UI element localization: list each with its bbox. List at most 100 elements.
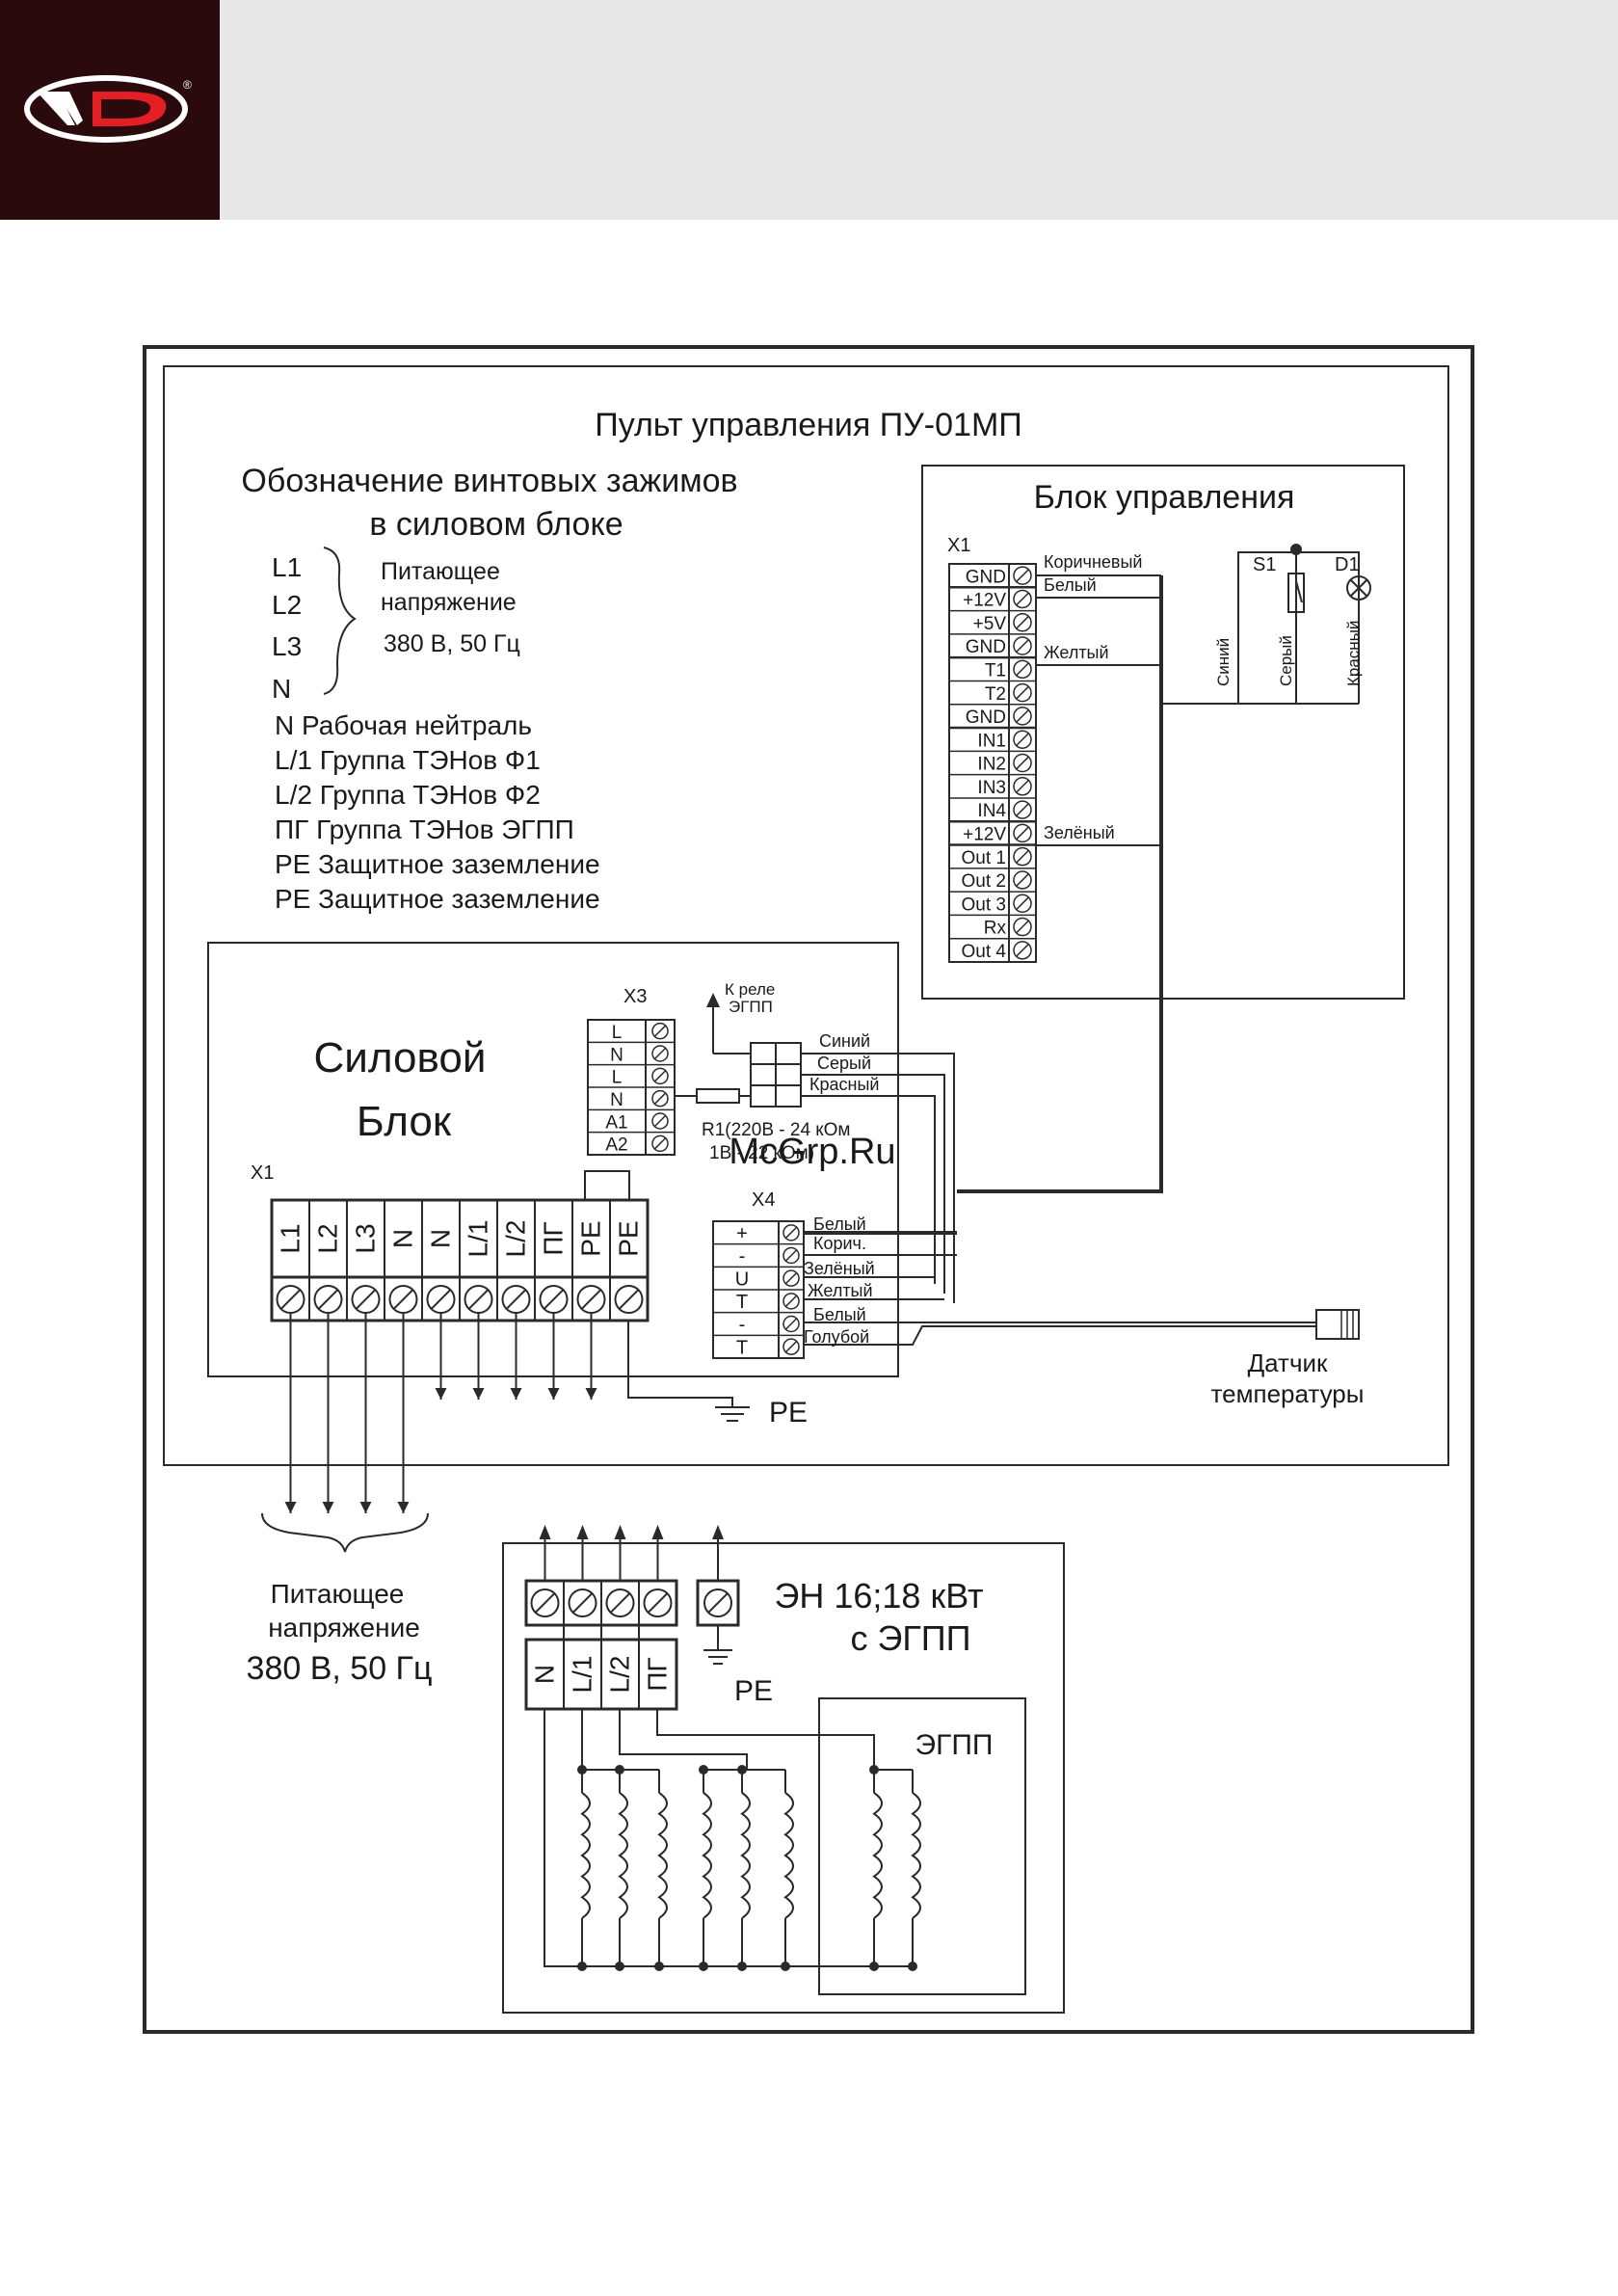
heater-terminal-label: L/1 (568, 1656, 597, 1694)
heater-terminal-label: L/2 (605, 1656, 635, 1694)
x3-pin-label: A2 (605, 1135, 627, 1156)
panel-frame (163, 365, 1449, 1466)
relay-wire-label: Красный (809, 1075, 879, 1094)
sensor-label: температуры (1211, 1379, 1365, 1408)
x1-terminal-label: L/2 (501, 1220, 531, 1258)
x1-pin-label: GND (966, 637, 1006, 657)
power-block-title: Силовой (314, 1034, 487, 1081)
x1-strip-label: X1 (251, 1162, 274, 1184)
x4-wire-label: Зелёный (804, 1259, 875, 1278)
heater-pe-label: PE (734, 1675, 773, 1707)
control-wire-label: Зелёный (1044, 823, 1115, 842)
lamp-label: D1 (1335, 554, 1360, 575)
x4-label: X4 (752, 1189, 775, 1211)
x1-terminal-label: L3 (351, 1223, 381, 1253)
power-block-title: Блок (357, 1098, 452, 1145)
legend-supply: 380 В, 50 Гц (384, 630, 520, 657)
x3-pin-label: N (610, 1090, 623, 1110)
x3-pin-label: N (610, 1045, 623, 1065)
x1-pin-label: T1 (985, 660, 1006, 681)
brand-logo-box: ® (0, 0, 220, 220)
x1-pin-label: +5V (973, 614, 1007, 634)
x1-pin-label: +12V (963, 591, 1006, 611)
x4-wire-label: Корич. (813, 1234, 866, 1253)
legend-phase-2: L3 (272, 631, 302, 661)
x4-pin-label: U (735, 1268, 749, 1290)
relay-wire-label: Синий (819, 1031, 870, 1051)
control-wire-label: Коричневый (1044, 552, 1142, 572)
panel-title: Пульт управления ПУ-01МП (595, 407, 1021, 443)
x1-pin-label: IN3 (977, 778, 1006, 798)
page-header (0, 0, 1618, 220)
x4-wire-label: Белый (813, 1305, 866, 1324)
x1-pin-label: GND (966, 707, 1006, 728)
resistor-label: R1(220В - 24 кОм (702, 1120, 850, 1140)
x4-pin-label: T (736, 1292, 748, 1313)
relay-label: К реле (725, 980, 775, 999)
x1-terminal-label: ПГ (539, 1221, 569, 1255)
vertical-wire-label: Красный (1344, 621, 1363, 686)
x3-label: X3 (623, 986, 647, 1007)
x1-terminal-label: L2 (313, 1223, 343, 1253)
egpp-frame (818, 1697, 1026, 1995)
heater-terminal-label: ПГ (643, 1657, 673, 1691)
x4-pin-label: - (739, 1315, 746, 1336)
relay-label: ЭГПП (729, 998, 773, 1016)
supply-label: напряжение (268, 1613, 420, 1642)
control-wire-label: Белый (1044, 575, 1097, 595)
sensor-label: Датчик (1248, 1348, 1328, 1377)
egpp-label: ЭГПП (915, 1729, 994, 1761)
legend-phase-3: N (272, 674, 291, 704)
legend-title: Обозначение винтовых зажимов (241, 463, 737, 499)
x1-pin-label: Out 2 (962, 871, 1006, 892)
legend-line-0: N Рабочая нейтраль (275, 710, 532, 740)
x3-pin-label: L (612, 1068, 623, 1088)
control-block-title: Блок управления (1034, 479, 1295, 516)
x1-pin-label: T2 (985, 684, 1006, 705)
x1-terminal-label: L/1 (464, 1220, 493, 1258)
legend-line-2: L/2 Группа ТЭНов Ф2 (275, 780, 541, 810)
heater-block-frame (502, 1542, 1065, 2014)
x1-pin-label: +12V (963, 825, 1006, 845)
vertical-wire-label: Серый (1277, 635, 1295, 686)
x4-wire-label: Белый (813, 1215, 866, 1234)
legend-supply: напряжение (381, 589, 517, 616)
heater-title: ЭН 16;18 кВт (774, 1576, 983, 1615)
x3-pin-label: L (612, 1023, 623, 1043)
control-wire-label: Желтый (1044, 643, 1109, 662)
x1-pin-label: GND (966, 567, 1006, 587)
supply-label: Питающее (271, 1579, 405, 1609)
x3-pin-label: A1 (605, 1112, 627, 1133)
supply-voltage-label: 380 В, 50 Гц (247, 1650, 433, 1687)
x1-terminal-label: L1 (276, 1223, 305, 1253)
legend-line-1: L/1 Группа ТЭНов Ф1 (275, 745, 541, 775)
x1-pin-label: IN4 (977, 801, 1006, 821)
x1-pin-label: Out 3 (962, 894, 1006, 915)
x1-connector (948, 563, 1037, 963)
x1-label: X1 (947, 535, 970, 556)
legend-line-4: PE Защитное заземление (275, 849, 600, 879)
x1-pin-label: IN1 (977, 731, 1006, 751)
legend-line-3: ПГ Группа ТЭНов ЭГПП (275, 814, 574, 844)
resistor-label: 1В - 22 кОм) (709, 1143, 814, 1163)
x4-pin-label: - (739, 1246, 746, 1268)
heater-subtitle: с ЭГПП (850, 1618, 970, 1658)
brand-logo: ® (24, 75, 192, 143)
x4-wire-label: Голубой (804, 1327, 869, 1347)
x1-pin-label: Out 4 (962, 942, 1007, 962)
x1-terminal-label: PE (614, 1220, 644, 1256)
x1-terminal-label: PE (576, 1220, 606, 1256)
svg-text:®: ® (183, 78, 192, 92)
x1-terminal-label: N (426, 1229, 456, 1248)
x1-pin-label: Out 1 (962, 848, 1006, 868)
x1-pin-label: IN2 (977, 755, 1006, 775)
pe-ground-label: PE (769, 1397, 808, 1428)
legend-phase-0: L1 (272, 552, 302, 582)
relay-wire-label: Серый (817, 1054, 871, 1073)
legend-subtitle: в силовом блоке (369, 506, 623, 543)
legend-supply: Питающее (381, 558, 500, 585)
heater-terminal-label: N (530, 1665, 560, 1684)
x4-wire-label: Желтый (808, 1281, 873, 1300)
legend-phase-1: L2 (272, 590, 302, 620)
